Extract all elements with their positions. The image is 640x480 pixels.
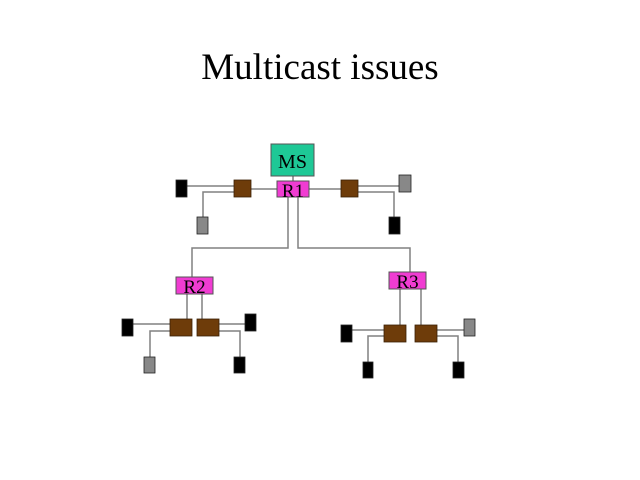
switch-r1-right[interactable]: [340, 179, 359, 198]
router-r1-node[interactable]: R1: [276, 180, 310, 202]
link-r1-r2: [191, 197, 289, 277]
hosts: [121, 174, 476, 379]
host-black[interactable]: [388, 216, 401, 235]
links: [133, 176, 464, 362]
router-r3-node[interactable]: R3: [388, 271, 427, 293]
router-r3-label: R3: [396, 272, 418, 293]
host-black[interactable]: [340, 324, 353, 343]
switch-r3-b[interactable]: [414, 324, 438, 343]
router-r1-box: [276, 180, 310, 198]
server-label: MS: [278, 151, 307, 173]
host-gray[interactable]: [398, 174, 412, 193]
host-gray[interactable]: [196, 216, 209, 235]
host-gray[interactable]: [143, 356, 156, 374]
switches: [169, 179, 438, 343]
switch-r2-b[interactable]: [196, 318, 220, 337]
link-switch-right-host-black: [358, 191, 395, 217]
host-black[interactable]: [175, 179, 188, 198]
link-r3-switch-a-host-black-lower: [367, 335, 384, 362]
server-box: [270, 143, 315, 177]
link-r3-switch-b-host-black-lower: [437, 335, 459, 362]
host-gray[interactable]: [463, 318, 476, 337]
switch-r3-a[interactable]: [383, 324, 407, 343]
multicast-server-node[interactable]: MS: [270, 143, 315, 177]
router-r2-box: [175, 276, 214, 295]
host-black[interactable]: [362, 361, 374, 379]
link-r1-r3: [297, 197, 411, 272]
switch-r2-a[interactable]: [169, 318, 193, 337]
host-black[interactable]: [121, 318, 134, 337]
link-r2-switch-a-host-gray: [149, 330, 170, 357]
host-black[interactable]: [452, 361, 465, 379]
host-black[interactable]: [233, 356, 246, 374]
host-black[interactable]: [244, 313, 257, 332]
link-switch-left-host-gray: [202, 191, 234, 217]
link-r2-switch-b-host-black-lower: [219, 330, 241, 357]
router-r1-label: R1: [282, 181, 304, 202]
slide-title: Multicast issues: [201, 47, 439, 88]
switch-r1-left[interactable]: [233, 179, 252, 198]
router-r2-label: R2: [183, 277, 205, 298]
router-r2-node[interactable]: R2: [175, 276, 214, 298]
router-r3-box: [388, 271, 427, 290]
